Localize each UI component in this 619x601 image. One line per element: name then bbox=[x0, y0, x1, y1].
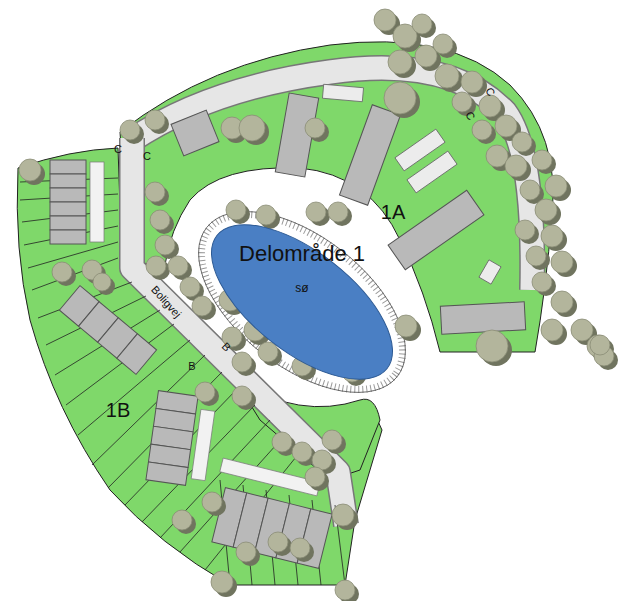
tree bbox=[211, 571, 233, 593]
tree bbox=[532, 150, 552, 170]
tree bbox=[412, 14, 432, 34]
tree bbox=[120, 120, 140, 140]
tree bbox=[551, 251, 573, 273]
tree bbox=[172, 510, 192, 530]
road bbox=[132, 68, 532, 290]
tree bbox=[388, 50, 412, 74]
tree bbox=[520, 180, 540, 200]
tree bbox=[305, 467, 325, 487]
tree bbox=[545, 175, 567, 197]
tree bbox=[515, 220, 535, 240]
tree bbox=[328, 202, 348, 222]
tree bbox=[232, 386, 252, 406]
tree bbox=[195, 382, 215, 402]
tree bbox=[290, 538, 310, 558]
lake: Delområde 1 sø bbox=[202, 235, 402, 345]
tree bbox=[192, 296, 212, 316]
tree bbox=[590, 335, 610, 355]
area-label: 1A bbox=[381, 202, 405, 222]
lake-shape bbox=[186, 196, 418, 408]
tree bbox=[150, 210, 170, 230]
tree bbox=[571, 319, 593, 341]
lake-label: sø bbox=[202, 281, 402, 295]
tree bbox=[472, 120, 492, 140]
tree bbox=[433, 34, 453, 54]
tree bbox=[495, 115, 517, 137]
tree bbox=[512, 132, 532, 152]
lake-embankment bbox=[167, 176, 438, 427]
tree bbox=[292, 442, 312, 462]
tree bbox=[551, 291, 573, 313]
tree bbox=[322, 430, 342, 450]
tree bbox=[395, 315, 417, 337]
tree bbox=[476, 330, 508, 362]
tree bbox=[258, 342, 278, 362]
tree bbox=[93, 273, 111, 291]
tree bbox=[374, 9, 396, 31]
tree bbox=[19, 159, 41, 181]
tree bbox=[268, 532, 288, 552]
tree bbox=[332, 504, 354, 526]
tree bbox=[305, 118, 325, 138]
tree bbox=[155, 235, 175, 255]
tree bbox=[535, 199, 557, 221]
road-section-marker: B bbox=[188, 361, 195, 372]
tree bbox=[239, 115, 265, 141]
tree bbox=[505, 155, 527, 177]
tree bbox=[435, 64, 459, 88]
tree bbox=[232, 352, 252, 372]
tree bbox=[145, 110, 165, 130]
tree bbox=[461, 71, 483, 93]
tree bbox=[486, 145, 508, 167]
tree bbox=[52, 262, 72, 282]
tree bbox=[236, 542, 256, 562]
tree bbox=[532, 272, 552, 292]
tree bbox=[452, 92, 472, 112]
tree bbox=[146, 256, 166, 276]
tree bbox=[145, 182, 165, 202]
tree bbox=[335, 580, 355, 600]
road-section-marker: C bbox=[143, 151, 151, 162]
tree bbox=[256, 205, 276, 225]
road-section-marker: C bbox=[114, 144, 122, 155]
tree bbox=[180, 277, 200, 297]
tree bbox=[272, 432, 292, 452]
tree bbox=[526, 246, 546, 266]
tree bbox=[168, 256, 188, 276]
tree bbox=[306, 202, 326, 222]
road bbox=[132, 68, 532, 290]
tree bbox=[226, 200, 246, 220]
tree bbox=[384, 82, 416, 114]
row-house bbox=[50, 160, 332, 568]
tree bbox=[541, 319, 563, 341]
tree bbox=[202, 492, 222, 512]
area-label: 1B bbox=[106, 400, 130, 420]
tree bbox=[479, 95, 501, 117]
tree bbox=[541, 225, 563, 247]
area-title: Delområde 1 bbox=[202, 241, 402, 267]
lake-embankment bbox=[171, 180, 433, 423]
